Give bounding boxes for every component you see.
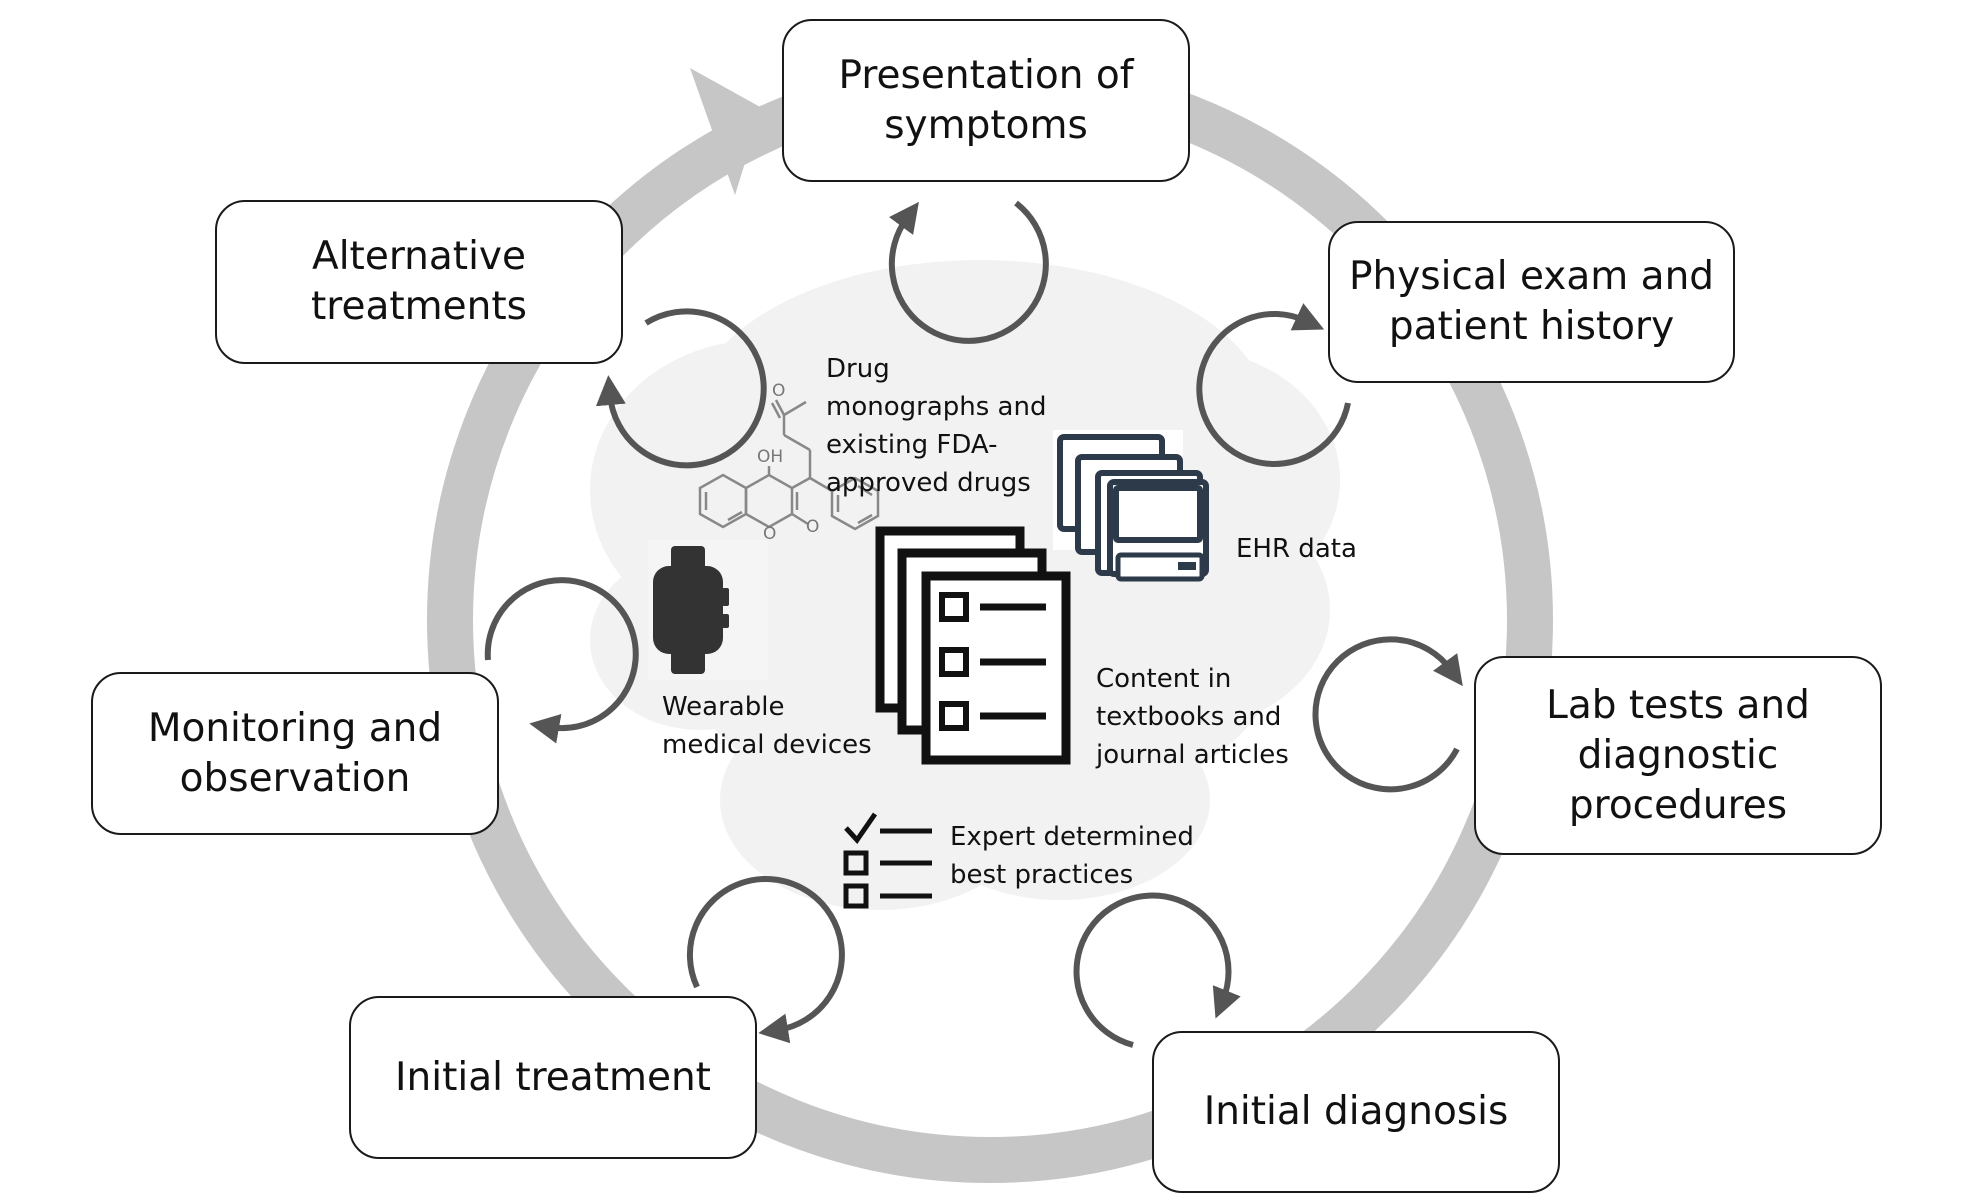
- smartwatch-icon: [648, 540, 768, 680]
- checklist-icon: [843, 812, 932, 909]
- molecule-o-ring-label: O: [763, 524, 776, 544]
- arrow-physical-exam-loop: [1196, 303, 1351, 467]
- stage-initial-treatment: Initial treatment: [349, 996, 757, 1159]
- stage-monitoring: Monitoring and observation: [91, 672, 499, 835]
- molecule-o-carbonyl-label: O: [806, 517, 819, 537]
- arrow-monitoring-loop: [484, 577, 639, 744]
- ehr-computers-icon: [1053, 430, 1209, 582]
- molecule-oh-label: OH: [757, 447, 783, 467]
- arrow-alternative-loop: [595, 308, 767, 469]
- arrow-presentation-loop: [888, 200, 1049, 344]
- documents-icon: [875, 526, 1071, 765]
- molecule-atom-labels: OH O O O: [757, 381, 819, 544]
- stage-presentation-of-symptoms: Presentation of symptoms: [782, 19, 1190, 182]
- stage-physical-exam: Physical exam and patient history: [1328, 221, 1735, 383]
- molecule-o-ketone-label: O: [772, 381, 785, 401]
- arrow-initial-treatment-loop: [686, 876, 845, 1044]
- source-content-label: Content in textbooks and journal article…: [1096, 664, 1289, 770]
- source-wearable-label: Wearable medical devices: [662, 692, 872, 760]
- stage-lab-tests: Lab tests and diagnostic procedures: [1474, 656, 1882, 855]
- source-drug-monographs-label: Drug monographs and existing FDA- approv…: [826, 354, 1047, 498]
- stage-alternative-treatments: Alternative treatments: [215, 200, 623, 364]
- source-ehr-data-label: EHR data: [1236, 534, 1357, 564]
- arrow-lab-tests-loop: [1312, 636, 1463, 793]
- stage-initial-diagnosis: Initial diagnosis: [1152, 1031, 1560, 1193]
- small-cycle-arrows: [484, 200, 1463, 1048]
- arrow-initial-diagnosis-loop: [1073, 892, 1241, 1048]
- molecule-icon: [698, 399, 880, 531]
- cycle-ring-arrowhead: [690, 68, 762, 195]
- source-expert-label: Expert determined best practices: [950, 822, 1194, 890]
